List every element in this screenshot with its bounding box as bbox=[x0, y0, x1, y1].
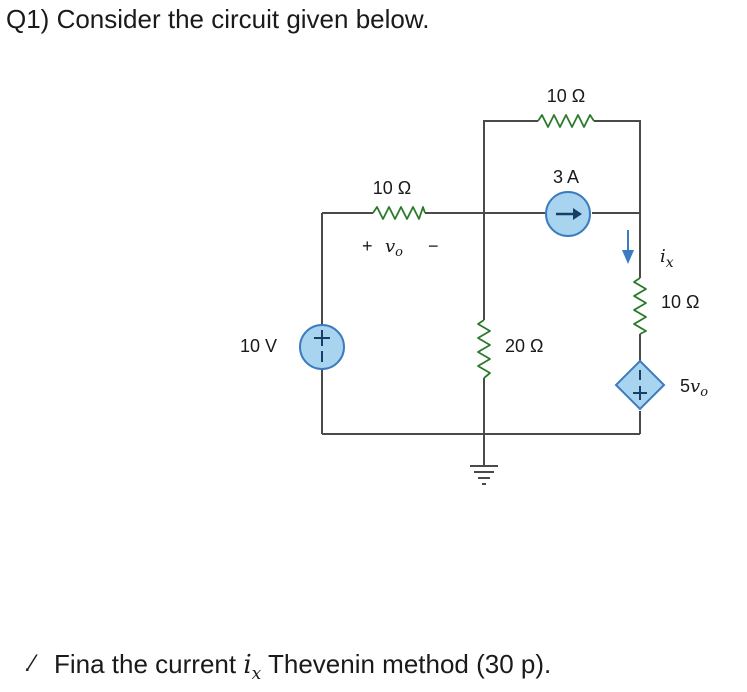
label-r-middle: 20 Ω bbox=[505, 336, 543, 356]
resistor-middle bbox=[477, 319, 491, 379]
dependent-voltage-source bbox=[614, 359, 666, 411]
task-text: Fina the current ix Thevenin method (30 … bbox=[54, 646, 551, 692]
task-mark: .⁄ bbox=[24, 650, 35, 677]
ix-arrow-icon bbox=[622, 230, 634, 264]
circuit-wires bbox=[321, 120, 641, 466]
circuit-diagram: 10 Ω 3 A 10 Ω + vo − 10 V 20 Ω ix 10 Ω 5… bbox=[240, 86, 708, 485]
label-vo-plus: + bbox=[362, 236, 373, 256]
current-source bbox=[545, 191, 591, 237]
label-vo-minus: − bbox=[428, 236, 439, 256]
label-r-left: 10 Ω bbox=[373, 178, 411, 198]
resistor-top bbox=[537, 114, 595, 128]
label-ix: ix bbox=[660, 246, 674, 271]
label-voltage-source: 10 V bbox=[240, 336, 277, 356]
task-suffix: Thevenin method (30 p). bbox=[261, 649, 552, 679]
label-r-top: 10 Ω bbox=[547, 86, 585, 106]
ground-icon bbox=[470, 465, 498, 485]
resistor-left bbox=[372, 206, 426, 220]
resistor-right bbox=[633, 277, 647, 335]
label-r-right: 10 Ω bbox=[661, 292, 699, 312]
voltage-source bbox=[299, 324, 345, 370]
task-prefix: Fina the current bbox=[54, 649, 244, 679]
label-dependent-source: 5vo bbox=[680, 376, 708, 400]
label-current-source: 3 A bbox=[553, 167, 579, 187]
label-vo: vo bbox=[385, 236, 403, 260]
task-variable: ix bbox=[243, 650, 262, 685]
question-title: Q1) Consider the circuit given below. bbox=[6, 4, 430, 34]
